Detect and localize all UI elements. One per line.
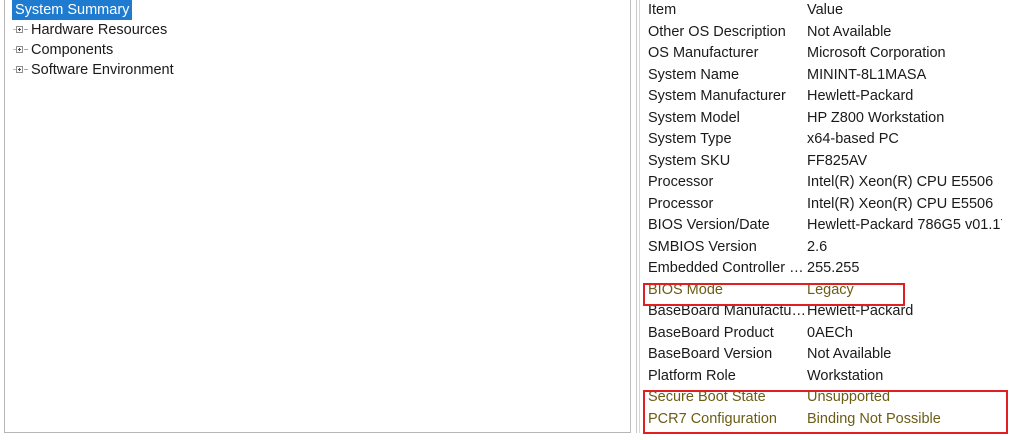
row-value: Legacy <box>807 281 854 298</box>
plus-box-icon[interactable] <box>13 20 30 40</box>
table-row[interactable]: Platform Role Workstation <box>640 366 1008 388</box>
table-row[interactable]: System SKU FF825AV <box>640 151 1008 173</box>
row-item-label: System Type <box>648 131 732 147</box>
row-value: Microsoft Corporation <box>807 45 946 61</box>
table-row[interactable]: SMBIOS Version 2.6 <box>640 237 1008 259</box>
row-item-label: BaseBoard Version <box>648 346 773 362</box>
table-row-secure-boot-state[interactable]: Secure Boot State Unsupported <box>640 387 1008 409</box>
row-item-label: Processor <box>648 174 714 190</box>
plus-box-icon[interactable] <box>13 60 30 80</box>
system-summary-tree[interactable]: System Summary Hardware Resources Compon… <box>4 0 630 433</box>
row-item-label: System Model <box>648 109 740 126</box>
table-row[interactable]: BIOS Version/Date Hewlett-Packard 786G5 … <box>640 215 1008 237</box>
row-value: 2.6 <box>807 238 828 255</box>
row-value: HP Z800 Workstation <box>807 109 945 126</box>
tree-item-software-environment-label: Software Environment <box>31 62 174 78</box>
row-value: Intel(R) Xeon(R) CPU E5506 <box>807 174 994 190</box>
tree-item-hardware-resources-label: Hardware Resources <box>31 22 168 38</box>
column-header-value[interactable]: Value <box>807 2 844 18</box>
table-row[interactable]: BaseBoard Manufacturer Hewlett-Packard <box>640 301 1008 323</box>
table-row[interactable]: OS Manufacturer Microsoft Corporation <box>640 43 1008 65</box>
row-value: Hewlett-Packard 786G5 v01.17, 8/ <box>807 217 1008 233</box>
row-item-label: BaseBoard Product <box>648 324 774 341</box>
tree-item-hardware-resources[interactable]: Hardware Resources <box>5 20 630 40</box>
row-value: x64-based PC <box>807 131 899 147</box>
tree-item-components-label: Components <box>31 42 114 58</box>
row-value: Hewlett-Packard <box>807 88 914 104</box>
plus-box-icon[interactable] <box>13 40 30 60</box>
tree-item-software-environment[interactable]: Software Environment <box>5 60 630 80</box>
row-item-label: Processor <box>648 195 714 212</box>
table-row[interactable]: Processor Intel(R) Xeon(R) CPU E5506 <box>640 172 1008 194</box>
table-row[interactable]: System Model HP Z800 Workstation <box>640 108 1008 130</box>
row-item-label: Secure Boot State <box>648 389 766 405</box>
pane-divider[interactable] <box>630 0 631 433</box>
row-value: MININT-8L1MASA <box>807 66 927 83</box>
row-item-label: SMBIOS Version <box>648 238 757 255</box>
row-item-label: Embedded Controller V... <box>648 260 806 276</box>
row-value: Unsupported <box>807 389 891 405</box>
pane-divider-shadow <box>636 0 637 433</box>
row-value: 0AECh <box>807 324 853 341</box>
row-item-label: System SKU <box>648 152 731 169</box>
table-row-bios-mode[interactable]: BIOS Mode Legacy <box>640 280 1008 302</box>
row-value: Not Available <box>807 346 892 362</box>
row-item-label: OS Manufacturer <box>648 45 759 61</box>
detail-pane-right-clip <box>1002 0 1010 440</box>
system-summary-detail-list[interactable]: Item Value Other OS Description Not Avai… <box>640 0 1008 440</box>
table-row[interactable]: Processor Intel(R) Xeon(R) CPU E5506 <box>640 194 1008 216</box>
row-item-label: PCR7 Configuration <box>648 410 777 427</box>
table-row[interactable]: System Name MININT-8L1MASA <box>640 65 1008 87</box>
tree-item-system-summary-label: System Summary <box>12 0 133 20</box>
tree-item-system-summary[interactable]: System Summary <box>5 0 630 20</box>
detail-header-row[interactable]: Item Value <box>640 0 1008 22</box>
table-row[interactable]: BaseBoard Version Not Available <box>640 344 1008 366</box>
row-value: Intel(R) Xeon(R) CPU E5506 <box>807 195 994 212</box>
tree-item-components[interactable]: Components <box>5 40 630 60</box>
row-item-label: Platform Role <box>648 367 736 384</box>
table-row[interactable]: Other OS Description Not Available <box>640 22 1008 44</box>
row-value: Not Available <box>807 23 892 40</box>
row-value: FF825AV <box>807 152 868 169</box>
row-item-label: BIOS Mode <box>648 281 723 298</box>
row-item-label: System Name <box>648 66 740 83</box>
table-row[interactable]: BaseBoard Product 0AECh <box>640 323 1008 345</box>
row-item-label: Other OS Description <box>648 23 786 40</box>
table-row-pcr7-configuration[interactable]: PCR7 Configuration Binding Not Possible <box>640 409 1008 431</box>
row-value: Workstation <box>807 367 884 384</box>
table-row[interactable]: System Manufacturer Hewlett-Packard <box>640 86 1008 108</box>
table-row[interactable]: Embedded Controller V... 255.255 <box>640 258 1008 280</box>
row-value: Hewlett-Packard <box>807 303 914 319</box>
row-value: Binding Not Possible <box>807 410 941 427</box>
row-item-label: BIOS Version/Date <box>648 217 770 233</box>
row-value: 255.255 <box>807 260 860 276</box>
row-item-label: System Manufacturer <box>648 88 786 104</box>
row-item-label: BaseBoard Manufacturer <box>648 303 806 319</box>
table-row[interactable]: System Type x64-based PC <box>640 129 1008 151</box>
detail-pane-edge <box>639 0 640 433</box>
column-header-item[interactable]: Item <box>648 2 677 18</box>
